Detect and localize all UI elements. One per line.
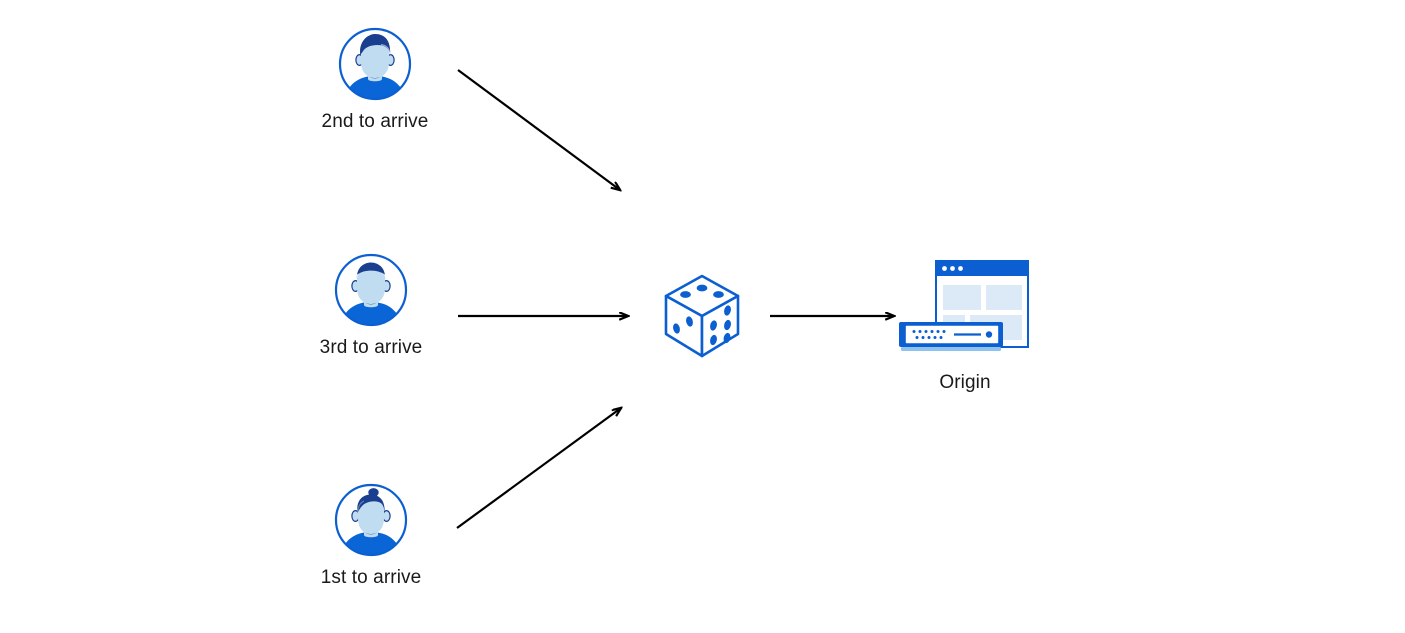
arrow-2nd-to-dice [457, 69, 620, 190]
node-dice[interactable] [660, 272, 744, 368]
node-label-origin: Origin [939, 372, 991, 393]
user-avatar-icon [333, 252, 409, 328]
node-origin[interactable]: Origin [891, 255, 1039, 395]
node-label-person-2nd: 2nd to arrive [321, 111, 429, 132]
node-person-1st[interactable]: 1st to arrive [303, 482, 439, 590]
origin-server-icon [891, 255, 1039, 363]
user-avatar-icon [337, 26, 413, 102]
router-device-icon [899, 322, 1003, 351]
arrow-1st-to-dice [456, 408, 621, 529]
dice-icon [660, 272, 744, 360]
node-person-3rd[interactable]: 3rd to arrive [303, 252, 439, 360]
user-avatar-icon [333, 482, 409, 558]
node-person-2nd[interactable]: 2nd to arrive [307, 26, 443, 134]
node-label-person-1st: 1st to arrive [320, 567, 422, 588]
node-label-person-3rd: 3rd to arrive [319, 337, 423, 358]
